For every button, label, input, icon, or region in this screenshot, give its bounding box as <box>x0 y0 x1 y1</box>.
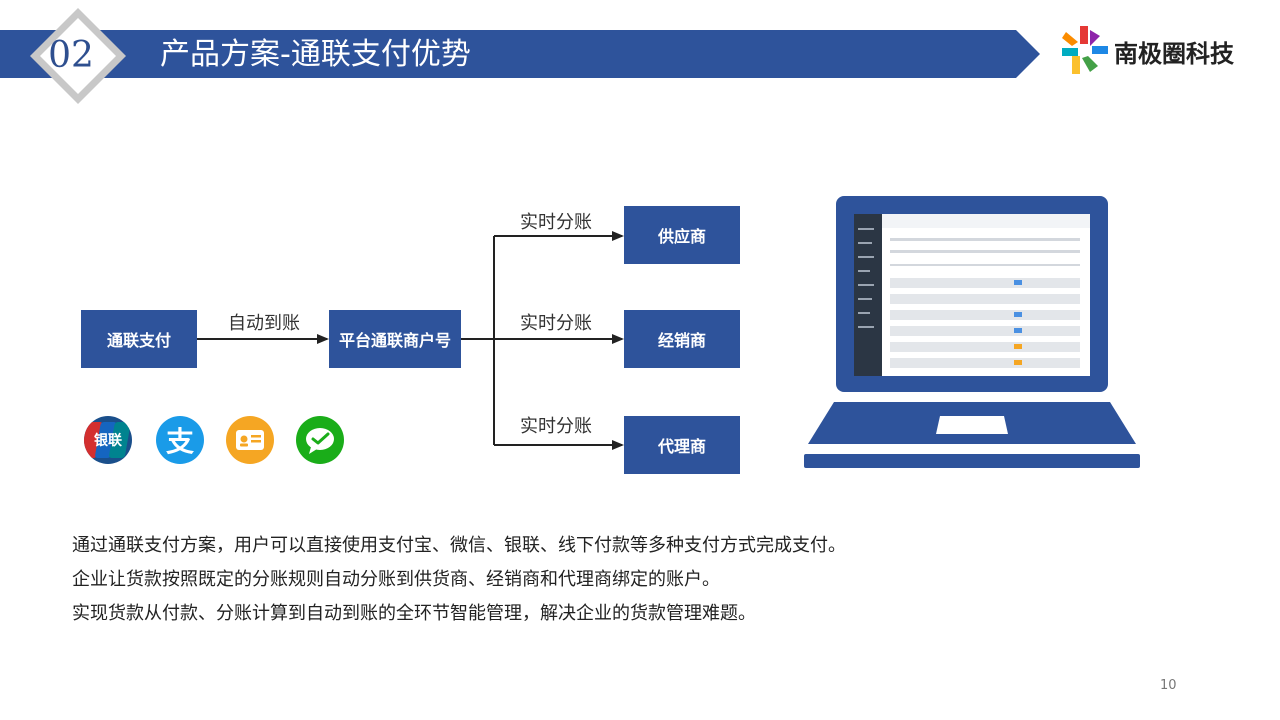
node-allinpay: 通联支付 <box>81 310 197 368</box>
section-diamond <box>30 8 126 104</box>
description-line-2: 企业让货款按照既定的分账规则自动分账到供货商、经销商和代理商绑定的账户。 <box>72 569 720 590</box>
wechat-pay-icon <box>296 416 344 464</box>
alipay-icon: 支 <box>156 416 204 464</box>
node-distributor: 经销商 <box>624 310 740 368</box>
description-line-3: 实现货款从付款、分账计算到自动到账的全环节智能管理，解决企业的货款管理难题。 <box>72 603 756 624</box>
laptop-illustration <box>804 196 1140 468</box>
id-card-icon <box>226 416 274 464</box>
alipay-glyph: 支 <box>165 425 194 458</box>
page-title: 产品方案-通联支付优势 <box>160 37 471 72</box>
node-platform-merchant: 平台通联商户号 <box>329 310 461 368</box>
brand-name: 南极圈科技 <box>1114 40 1234 68</box>
header-band <box>0 30 1040 78</box>
unionpay-text: 银联 <box>94 433 122 449</box>
edge-label-auto-arrival: 自动到账 <box>228 313 300 334</box>
unionpay-icon: 银联 <box>84 416 132 464</box>
section-number: 02 <box>48 35 94 76</box>
edge-label-split-1: 实时分账 <box>520 212 592 233</box>
edge-label-split-2: 实时分账 <box>520 313 592 334</box>
description-line-1: 通过通联支付方案，用户可以直接使用支付宝、微信、银联、线下付款等多种支付方式完成… <box>72 535 846 556</box>
node-agent: 代理商 <box>624 416 740 474</box>
brand-logo-icon <box>1062 26 1108 74</box>
page-number: 10 <box>1160 678 1177 693</box>
node-supplier: 供应商 <box>624 206 740 264</box>
edge-label-split-3: 实时分账 <box>520 416 592 437</box>
